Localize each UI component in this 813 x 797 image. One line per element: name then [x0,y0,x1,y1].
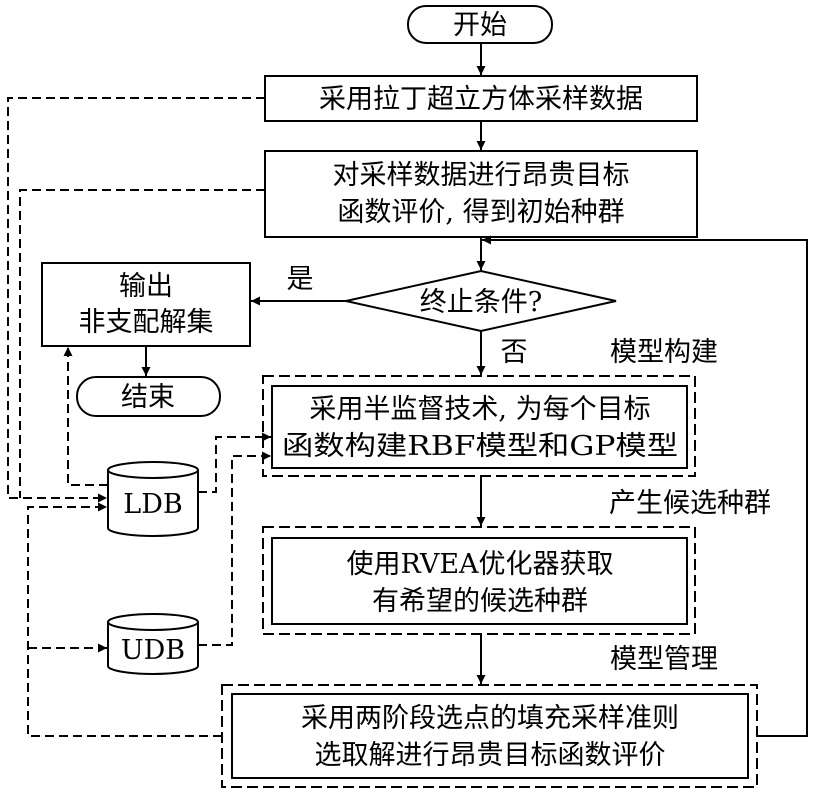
end-label: 结束 [121,382,175,413]
infill-label-line1: 采用两阶段选点的填充采样准则 [301,703,679,734]
termination-label: 终止条件? [420,287,542,318]
lhs-sampling-box [264,75,698,122]
main-flow-arrows [141,43,808,737]
termination-decision [345,269,617,333]
stage-model-build-label: 模型构建 [610,337,718,368]
evaluation-box [264,150,698,238]
evaluation-label-line1: 对采样数据进行昂贵目标 [333,160,630,191]
model-build-label-line2: 函数构建RBF模型和GP模型 [282,431,678,462]
output-label-line2: 非支配解集 [79,307,214,338]
ldb-label: LDB [123,489,182,520]
candidate-group [262,526,696,635]
rvea-label-line2: 有希望的候选种群 [372,586,588,617]
stage-management-label: 模型管理 [610,644,718,675]
start-label: 开始 [453,10,507,41]
output-label-line1: 输出 [119,271,173,302]
stage-candidates-label: 产生候选种群 [609,488,771,519]
yes-label: 是 [287,264,314,295]
lhs-sampling-label: 采用拉丁超立方体采样数据 [319,84,643,115]
udb-label: UDB [121,635,185,666]
infill-box [231,693,749,779]
model-build-label-line1: 采用半监督技术, 为每个目标 [309,394,650,425]
ldb-database-icon [107,461,199,537]
end-terminal [76,376,221,417]
evaluation-label-line2: 函数评价, 得到初始种群 [337,197,624,228]
infill-label-line2: 选取解进行昂贵目标函数评价 [315,740,666,771]
data-flow-arrows [7,97,271,737]
no-label: 否 [501,337,528,368]
model-build-group [262,375,696,477]
model-build-box [271,385,688,469]
rvea-label-line1: 使用RVEA优化器获取 [346,549,613,580]
udb-database-icon [107,613,199,675]
rvea-box [271,537,688,625]
